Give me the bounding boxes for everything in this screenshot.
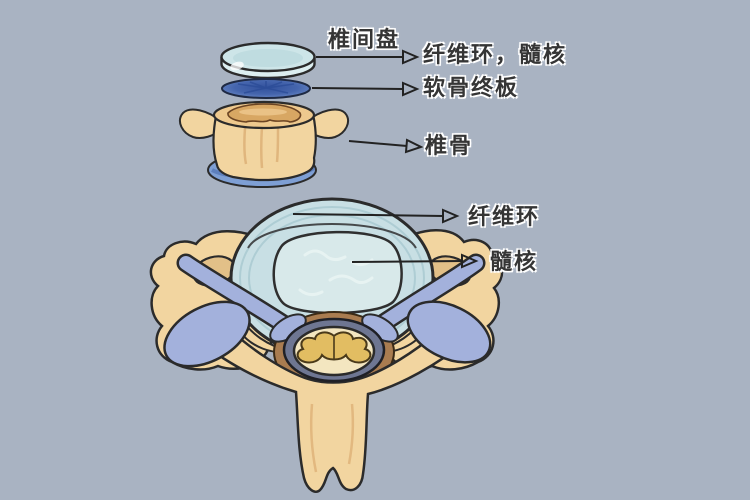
body-top-highlight xyxy=(239,108,287,116)
leader-vertebra xyxy=(348,140,408,147)
disc-top-shading xyxy=(233,49,303,67)
nucleus-pulposus-shape xyxy=(272,230,403,315)
arrowhead-annulus-nucleus xyxy=(402,49,420,65)
nucleus-texture xyxy=(298,249,374,297)
body-texture-lines xyxy=(243,125,280,169)
label-nucleus-pulposus: 髓核 xyxy=(490,249,539,274)
label-vertebra: 椎骨 xyxy=(425,133,474,158)
label-annulus-and-nucleus: 纤维环，髓核 xyxy=(423,42,568,67)
arrowhead-endplate xyxy=(402,81,420,97)
arrowhead-nucleus xyxy=(461,253,479,269)
spinous-texture-lines xyxy=(309,403,355,473)
label-annulus-fibrosus: 纤维环 xyxy=(468,204,541,229)
leader-annulus xyxy=(292,213,444,217)
label-cartilage-endplate: 软骨终板 xyxy=(423,75,520,100)
arrowhead-vertebra xyxy=(404,138,424,154)
arrowhead-annulus xyxy=(442,208,460,224)
endplate-streaks xyxy=(237,81,295,94)
leader-lines xyxy=(292,49,479,269)
label-intervertebral-disc: 椎间盘 xyxy=(328,27,401,52)
disc-side-highlight xyxy=(230,61,244,71)
exploded-disc-vertebra-group xyxy=(179,41,349,188)
right-articular-facet xyxy=(406,300,492,364)
axial-vertebra-group xyxy=(149,197,504,494)
leader-endplate xyxy=(311,87,404,90)
left-transverse-process xyxy=(179,108,223,139)
annulus-top-arc xyxy=(247,223,417,249)
vertebral-arch-spinous-process xyxy=(194,323,470,494)
leader-nucleus xyxy=(351,260,463,263)
left-articular-facet xyxy=(163,300,251,368)
